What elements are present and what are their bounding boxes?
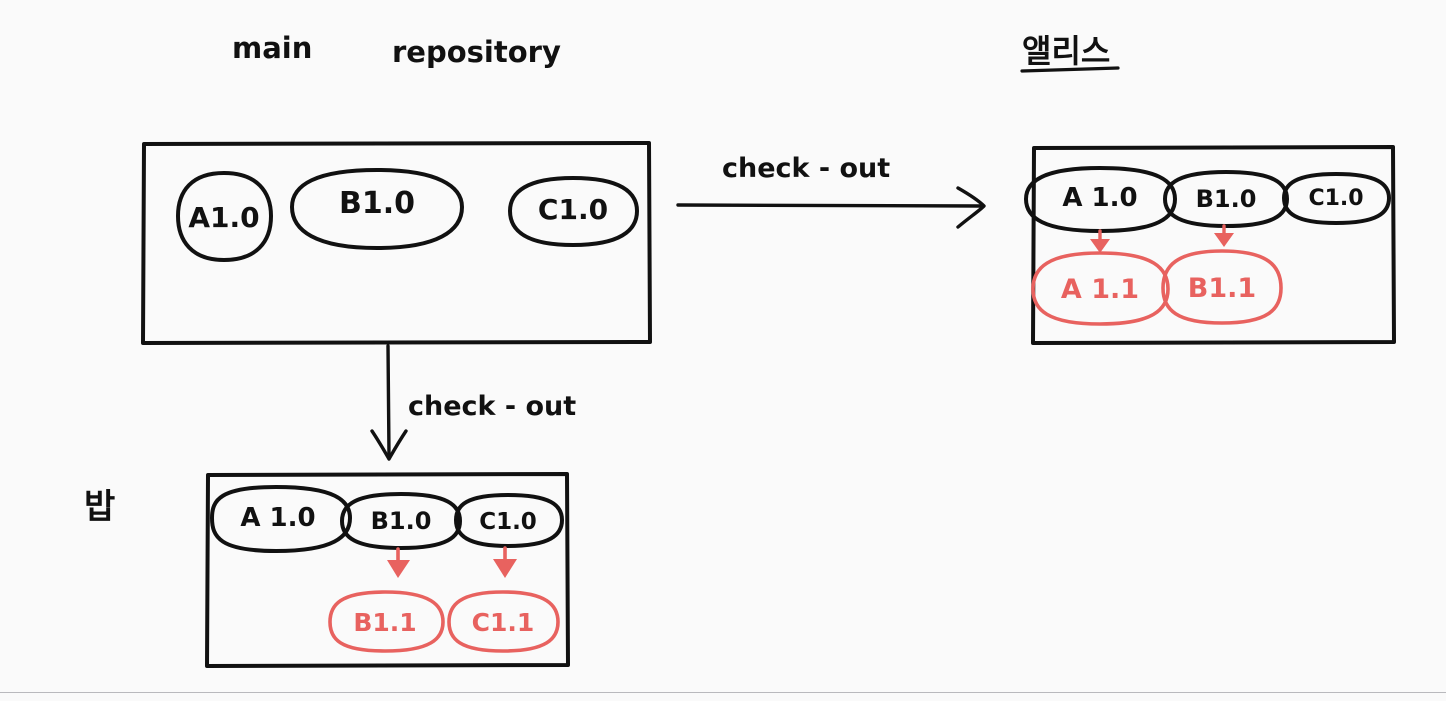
arrow-checkout-bob [370, 344, 408, 461]
node-label: C1.0 [538, 193, 608, 226]
label-repository: repository [392, 35, 561, 69]
main-repository-box: A1.0 B1.0 C1.0 [141, 141, 652, 345]
node-label: B1.1 [353, 608, 416, 637]
label-main: main [232, 31, 312, 65]
node-label: B1.0 [1196, 185, 1257, 213]
arrow-checkout-alice [676, 186, 986, 229]
label-alice: 앨리스 [1022, 32, 1110, 70]
edit-arrow-alice-B [1214, 224, 1234, 247]
node-label: C1.0 [479, 509, 537, 535]
node-bob-C1.1: C1.1 [447, 590, 560, 653]
bottom-divider [0, 692, 1446, 693]
node-alice-B1.0: B1.0 [1163, 170, 1289, 228]
node-main-A1.0: A1.0 [176, 171, 273, 262]
node-alice-B1.1: B1.1 [1161, 249, 1283, 325]
node-bob-B1.1: B1.1 [328, 590, 445, 653]
node-main-C1.0: C1.0 [508, 176, 639, 247]
node-bob-A1.0: A 1.0 [210, 485, 352, 553]
node-alice-A1.1: A 1.1 [1031, 251, 1170, 326]
node-bob-B1.0: B1.0 [340, 492, 462, 550]
edit-arrow-bob-C [493, 546, 517, 578]
node-label: C1.0 [1308, 186, 1363, 211]
node-bob-C1.0: C1.0 [454, 493, 564, 548]
node-label: A 1.0 [240, 503, 315, 533]
node-alice-C1.0: C1.0 [1282, 172, 1391, 225]
alice-underline [1020, 66, 1120, 73]
node-label: A1.0 [188, 201, 259, 234]
node-label: C1.1 [472, 608, 535, 637]
edit-arrow-alice-A [1090, 229, 1110, 253]
node-label: B1.0 [339, 186, 415, 221]
label-bob: 밥 [84, 487, 115, 527]
node-label: B1.1 [1188, 273, 1256, 304]
edit-arrow-bob-B [387, 547, 410, 578]
node-label: A 1.1 [1061, 274, 1139, 305]
bob-box: A 1.0 B1.0 C1.0 [205, 472, 570, 668]
node-main-B1.0: B1.0 [290, 168, 464, 250]
node-alice-A1.0: A 1.0 [1024, 166, 1177, 233]
node-label: A 1.0 [1062, 183, 1137, 213]
arrow-label-checkout-bob: check - out [408, 391, 576, 422]
arrow-label-checkout-alice: check - out [722, 153, 890, 184]
alice-box: A 1.0 B1.0 C1.0 [1024, 145, 1396, 345]
node-label: B1.0 [371, 507, 432, 535]
